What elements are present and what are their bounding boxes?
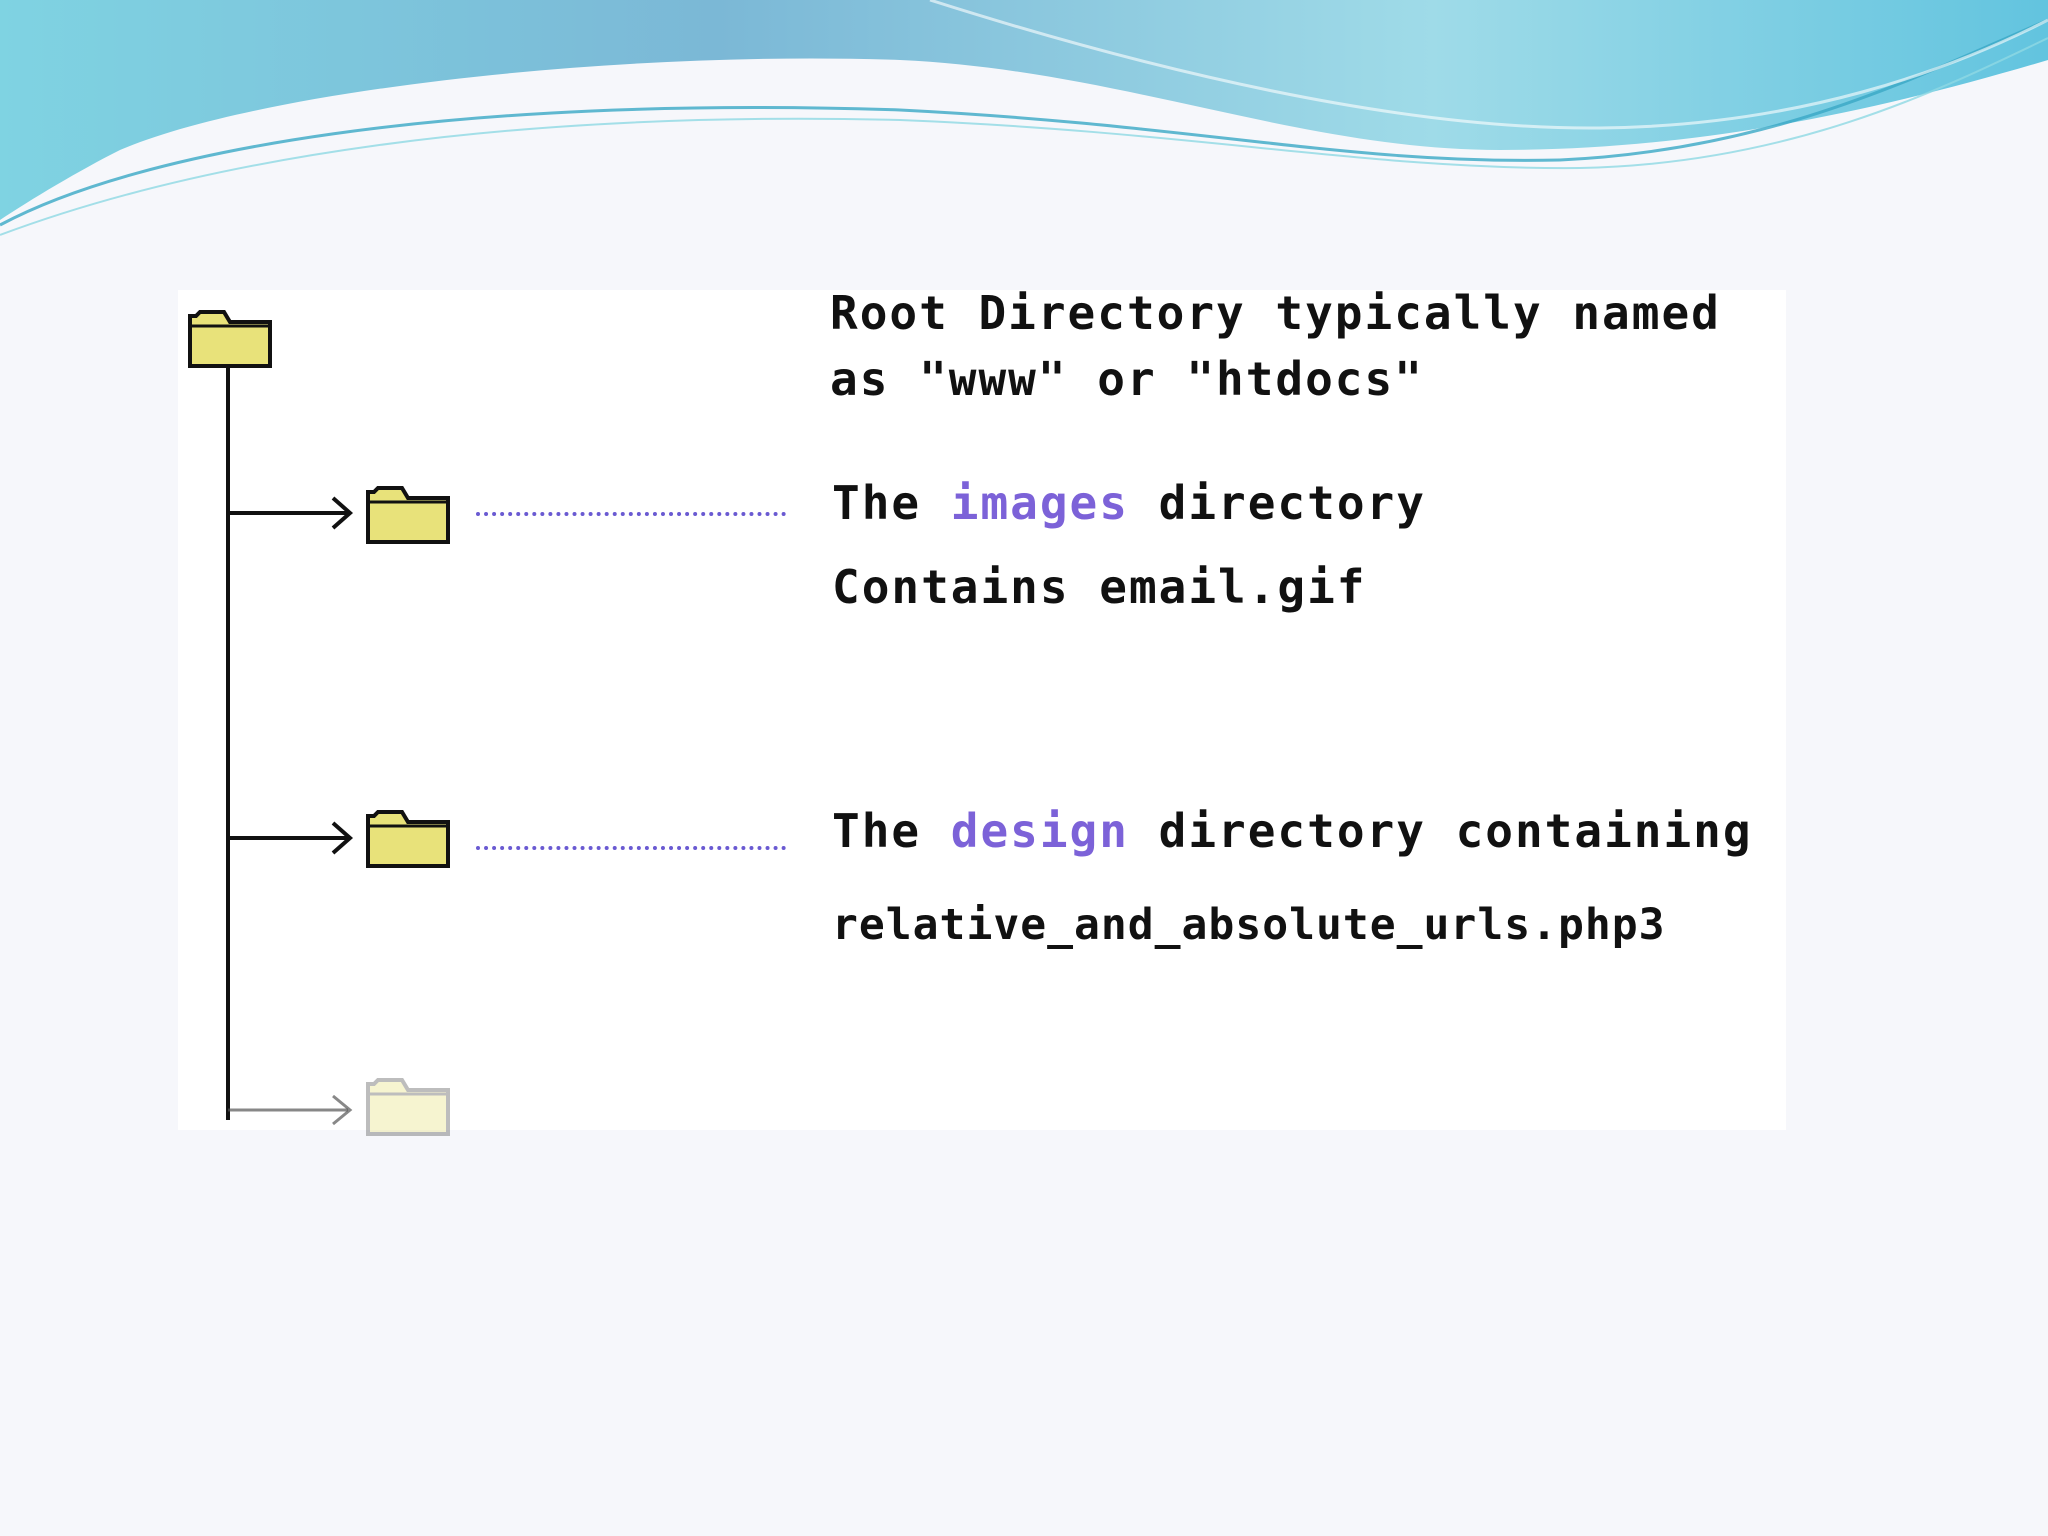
tree-connector (178, 290, 578, 1130)
design-caption-highlight: design (951, 804, 1129, 858)
design-caption-line2: relative_and_absolute_urls.php3 (832, 904, 1666, 947)
design-caption-line1: The design directory containing (832, 808, 1753, 854)
images-caption-line1: The images directory (832, 480, 1426, 526)
dotted-leader-design (476, 846, 786, 850)
dotted-leader-images (476, 512, 786, 516)
design-caption-suffix: directory containing (1129, 804, 1753, 858)
directory-tree-diagram: Root Directory typically named as "www" … (178, 290, 1786, 1130)
header-wave-decoration (0, 0, 2048, 260)
images-caption-prefix: The (832, 476, 951, 530)
design-caption-prefix: The (832, 804, 951, 858)
folder-icon (364, 802, 452, 872)
images-caption-suffix: directory (1129, 476, 1426, 530)
root-caption-line2: as "www" or "htdocs" (830, 356, 1424, 402)
images-caption-highlight: images (951, 476, 1129, 530)
images-caption-line2: Contains email.gif (832, 564, 1367, 610)
folder-icon (186, 302, 274, 372)
folder-icon (364, 1070, 452, 1140)
root-caption-line1: Root Directory typically named (830, 290, 1721, 336)
folder-icon (364, 478, 452, 548)
